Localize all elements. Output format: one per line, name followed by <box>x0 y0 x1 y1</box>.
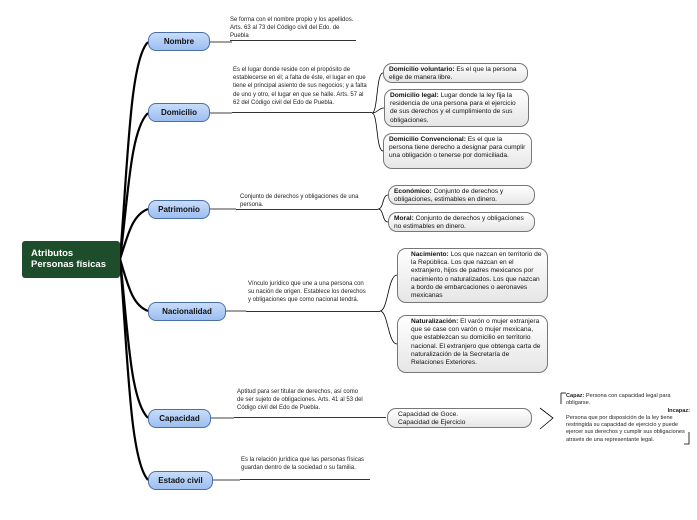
sub-domicilio-convencional[interactable]: Domicilio Convencional: Es el que la per… <box>383 133 532 169</box>
node-estado-civil[interactable]: Estado civil <box>148 471 213 490</box>
sub-capacidad[interactable]: Capacidad de Goce. Capacidad de Ejercici… <box>387 408 532 428</box>
sub-title: Nacimiento: <box>411 251 449 258</box>
sub-text: Es el que la persona elige de manera lib… <box>389 66 517 82</box>
note-capaz-title: Capaz: <box>566 393 585 399</box>
capacidad-note: Capaz: Persona con capacidad legal para … <box>566 393 690 444</box>
sub-patrimonio-moral[interactable]: Moral: Conjunto de derechos y obligacion… <box>388 212 535 232</box>
desc-nacionalidad: Vínculo jurídico que une a una persona c… <box>248 281 366 304</box>
underline-estado-civil <box>240 479 370 480</box>
sub-title: Domicilio legal: <box>390 92 439 99</box>
sub-nacionalidad-naturalizacion[interactable]: Naturalización: El varón o mujer extranj… <box>397 315 548 373</box>
sub-title: Domicilio Convencional: <box>389 136 466 143</box>
node-patrimonio[interactable]: Patrimonio <box>148 200 210 219</box>
sub-domicilio-voluntario[interactable]: Domicilio voluntario: Es el que la perso… <box>383 63 528 83</box>
sub-capacidad-goce: Capacidad de Goce. <box>398 411 459 418</box>
desc-patrimonio: Conjunto de derechos y obligaciones de u… <box>240 194 359 209</box>
underline-domicilio <box>232 112 372 113</box>
underline-nacionalidad <box>246 311 380 312</box>
desc-estado-civil: Es la relación jurídica que las personas… <box>241 457 365 472</box>
note-incapaz-text: Persona que por disposición de la ley ti… <box>566 414 685 443</box>
sub-text: Es el que la persona tiene derecho a des… <box>389 136 526 160</box>
sub-text: Conjunto de derechos y obligaciones no e… <box>394 215 524 231</box>
root-node: Atributos Personas físicas <box>22 241 120 278</box>
root-title-line2: Personas físicas <box>31 259 106 270</box>
sub-title: Naturalización: <box>411 318 459 325</box>
underline-patrimonio <box>236 209 378 210</box>
node-domicilio[interactable]: Domicilio <box>148 103 210 122</box>
underline-capacidad <box>234 417 386 418</box>
sub-nacionalidad-nacimiento[interactable]: Nacimiento: Los que nazcan en territorio… <box>397 248 548 303</box>
note-capaz-text: Persona con capacidad legal para obligar… <box>566 393 671 407</box>
sub-text: Conjunto de derechos y obligaciones, est… <box>394 188 504 204</box>
sub-text: Lugar donde la ley fija la residencia de… <box>390 92 516 124</box>
sub-capacidad-ejercicio: Capacidad de Ejercicio <box>398 419 466 427</box>
desc-domicilio: Es el lugar donde reside con el propósit… <box>233 67 367 106</box>
root-title-line1: Atributos <box>31 248 74 259</box>
desc-capacidad: Aptitud para ser titular de derechos, as… <box>237 389 363 412</box>
node-capacidad[interactable]: Capacidad <box>148 409 211 428</box>
sub-title: Económico: <box>394 188 432 195</box>
sub-text: El varón o mujer extranjera que se case … <box>411 318 541 367</box>
sub-patrimonio-economico[interactable]: Económico: Conjunto de derechos y obliga… <box>388 185 535 205</box>
node-nombre[interactable]: Nombre <box>148 32 210 51</box>
desc-nombre: Se forma con el nombre propio y los apel… <box>230 17 354 40</box>
sub-text: Los que nazcan en territorio de la Repúb… <box>411 251 542 300</box>
note-incapaz-title: Incapaz: <box>667 407 690 414</box>
sub-domicilio-legal[interactable]: Domicilio legal: Lugar donde la ley fija… <box>384 89 529 127</box>
sub-title: Domicilio voluntario: <box>389 66 455 73</box>
underline-nombre <box>230 40 356 41</box>
node-nacionalidad[interactable]: Nacionalidad <box>148 302 226 321</box>
sub-title: Moral: <box>394 215 414 222</box>
